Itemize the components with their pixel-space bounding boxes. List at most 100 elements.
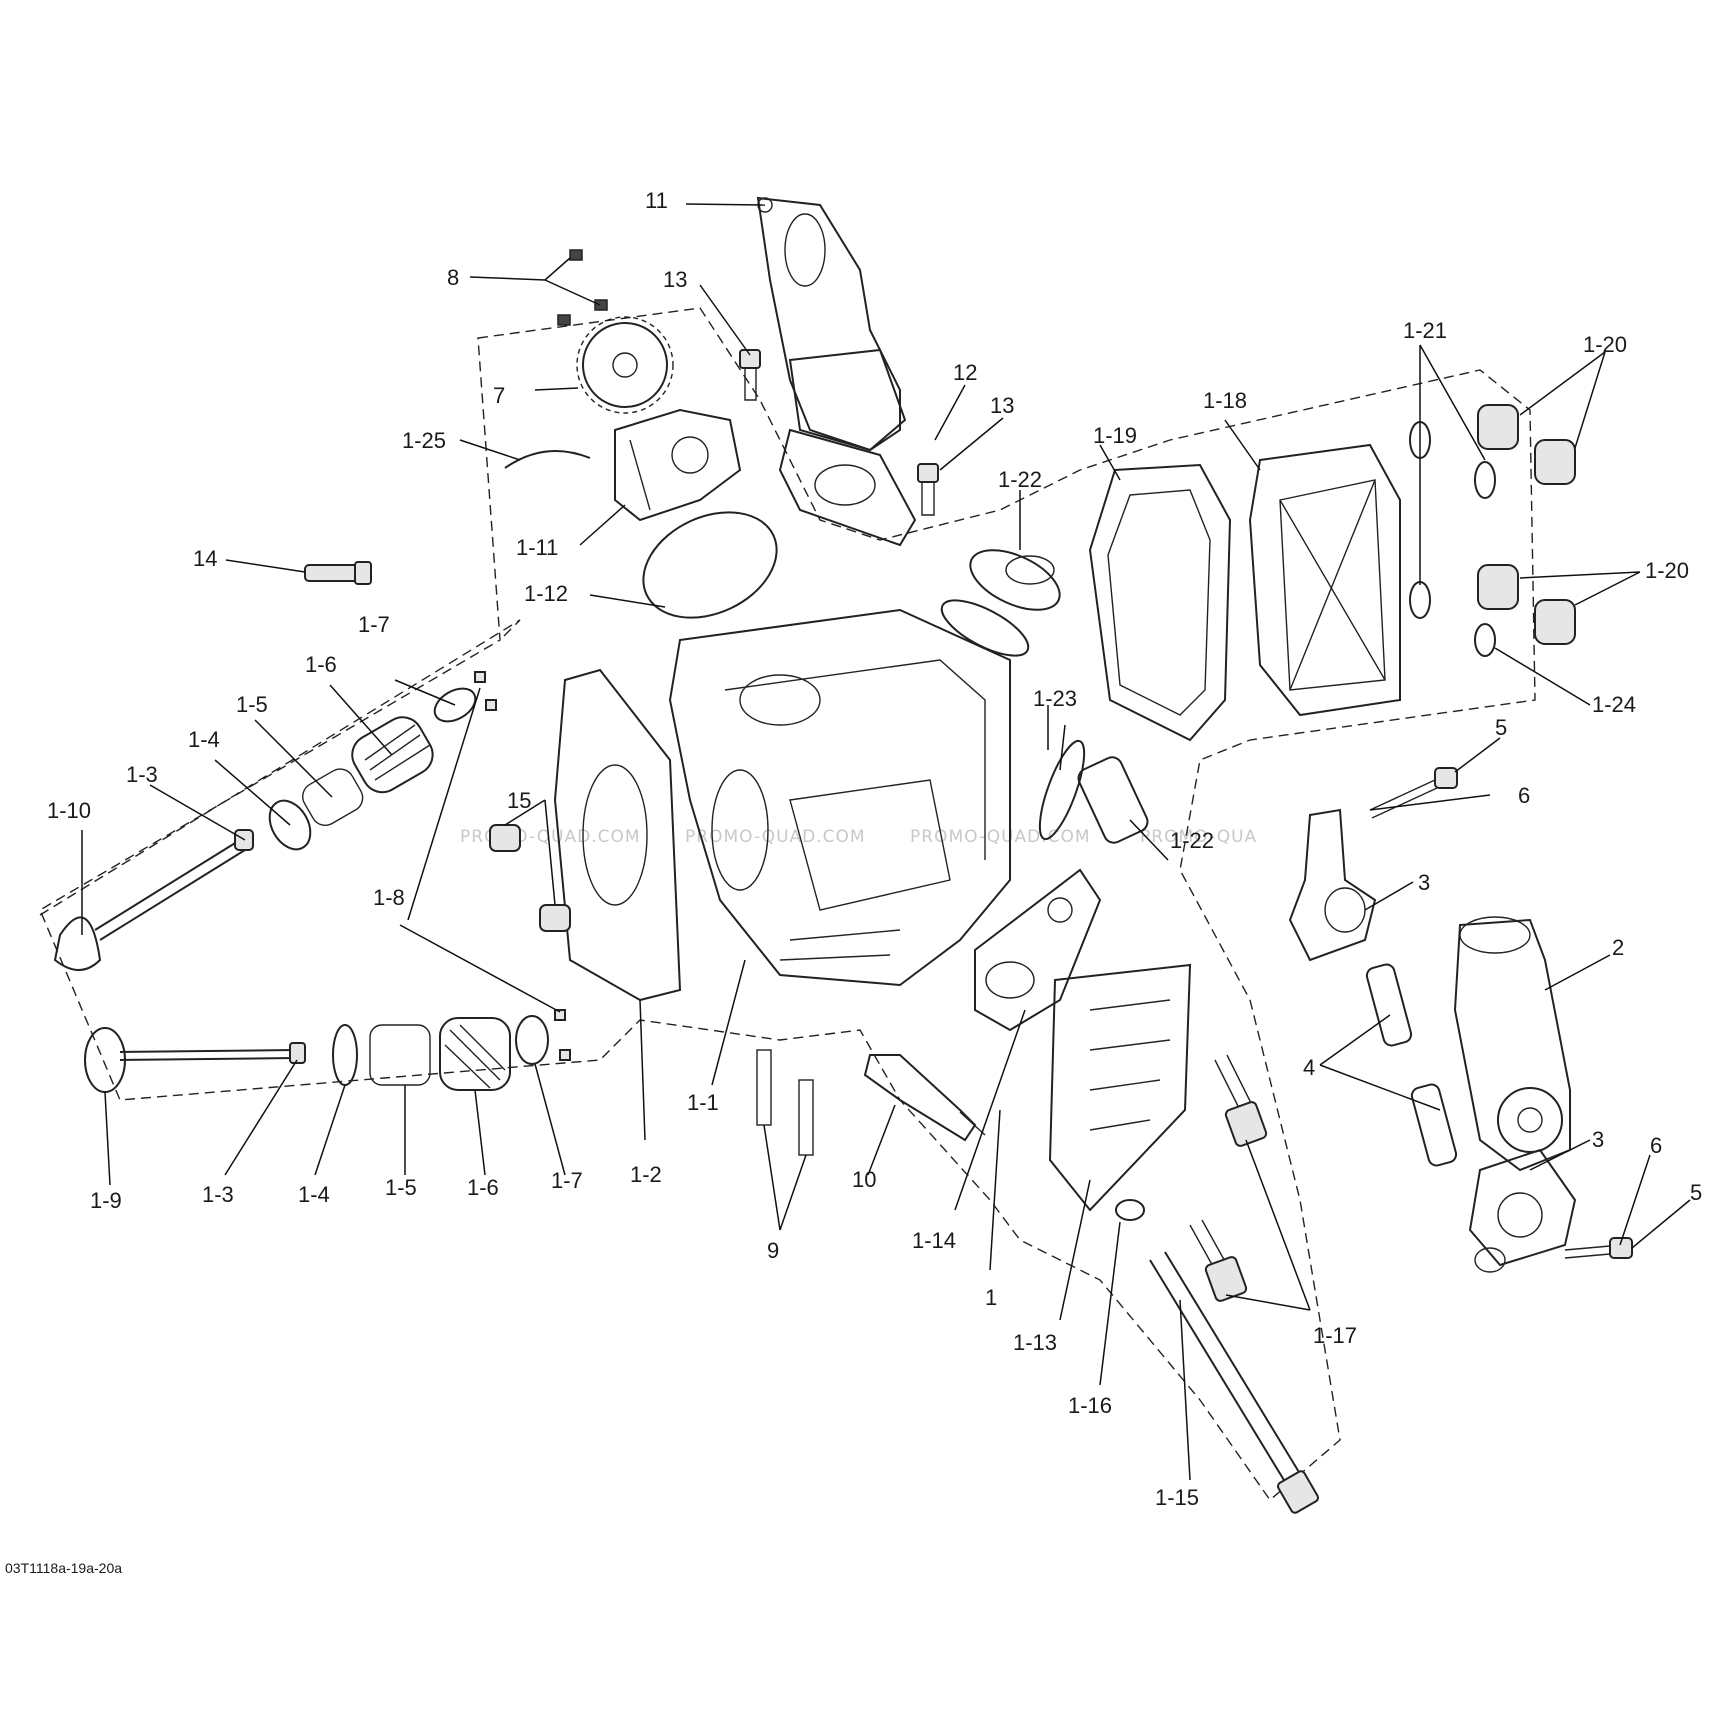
- bolt-14-part: [304, 561, 372, 585]
- cam-sprocket-part: [576, 316, 674, 414]
- callout-1-5-upper: 1-5: [236, 692, 268, 717]
- side-plate-part: [1048, 963, 1192, 1212]
- callout-1-24: 1-24: [1592, 692, 1636, 717]
- intake-manifold-part: [756, 196, 907, 452]
- callout-1-4-lower: 1-4: [298, 1182, 330, 1207]
- dowel-upper-part: [489, 824, 521, 852]
- bolt-13-upper-part: [739, 349, 761, 401]
- callout-1-6-upper: 1-6: [305, 652, 337, 677]
- callout-13-lower: 13: [990, 393, 1014, 418]
- dowel-lower-part: [539, 904, 571, 932]
- callout-15: 15: [507, 788, 531, 813]
- callout-5-upper: 5: [1495, 715, 1507, 740]
- callout-1-21: 1-21: [1403, 318, 1447, 343]
- callout-1-17: 1-17: [1313, 1323, 1357, 1348]
- callout-1-13: 1-13: [1013, 1330, 1057, 1355]
- manifold-gasket-part: [778, 428, 917, 547]
- callout-5-lower: 5: [1690, 1180, 1702, 1205]
- valve-seat-1-4b-part: [332, 1024, 358, 1086]
- washer-1-24-part: [1474, 623, 1496, 657]
- callout-1-2: 1-2: [630, 1162, 662, 1187]
- retainer-1-7b-part: [515, 1015, 549, 1065]
- callout-1: 1: [985, 1285, 997, 1310]
- callout-12: 12: [953, 360, 977, 385]
- callout-1-11: 1-11: [516, 535, 558, 560]
- watermarks: PROMO-QUAD.COM PROMO-QUAD.COM PROMO-QUAD…: [460, 827, 1256, 847]
- callout-1-4-upper: 1-4: [188, 727, 220, 752]
- callout-1-8: 1-8: [373, 885, 405, 910]
- head-gasket-part: [553, 668, 682, 1002]
- bolt-13-lower-part: [917, 463, 939, 516]
- valve-assembly-outline: [39, 619, 521, 916]
- callout-1-6-lower: 1-6: [467, 1175, 499, 1200]
- callout-1-19: 1-19: [1093, 423, 1137, 448]
- wire-clip-part: [504, 449, 591, 469]
- cylinder-head-block-part: [668, 608, 1011, 987]
- callout-1-16: 1-16: [1068, 1393, 1112, 1418]
- head-cover-part: [1248, 443, 1401, 717]
- exhaust-gasket-part: [974, 868, 1102, 1032]
- cotters-1-8a-part: [474, 671, 497, 711]
- watermark-3: PROMO-QUAD.COM: [910, 827, 1091, 847]
- adjuster-upper-part: [1369, 767, 1458, 819]
- callout-1-7-lower: 1-7: [551, 1168, 583, 1193]
- callout-1-25: 1-25: [402, 428, 446, 453]
- valve-cap-lower-part: [1077, 756, 1149, 844]
- callout-1-12: 1-12: [524, 581, 568, 606]
- tensioner-cover-part: [614, 408, 742, 522]
- callout-1-9: 1-9: [90, 1188, 122, 1213]
- callout-6-upper: 6: [1518, 783, 1530, 808]
- upper-valve-part: [53, 829, 254, 971]
- camshaft-part: [1453, 916, 1571, 1172]
- diagram-code: 03T1118a-19a-20a: [5, 1560, 122, 1576]
- callout-1-18: 1-18: [1203, 388, 1247, 413]
- spark-plug-part: [863, 1054, 986, 1142]
- retainer-1-7a-part: [433, 687, 477, 723]
- callout-1-7-upper: 1-7: [358, 612, 390, 637]
- callout-3-lower: 3: [1592, 1127, 1604, 1152]
- cap-nuts-1-20-part: [1477, 404, 1576, 645]
- callout-2: 2: [1612, 935, 1624, 960]
- valve-seat-1-4a-part: [268, 799, 312, 851]
- callout-1-23: 1-23: [1033, 686, 1077, 711]
- leader-lines: [81, 203, 1691, 1481]
- cotters-1-8b-part: [554, 1009, 571, 1061]
- callout-labels: 11 8 13 12 13 7 1-25 1-11 1-12 14 1-22 1…: [47, 188, 1702, 1510]
- parts: [53, 196, 1633, 1514]
- callout-1-5-lower: 1-5: [385, 1175, 417, 1200]
- outer-spring-1-6a-part: [351, 716, 434, 794]
- callout-1-22-lower: 1-22: [1170, 828, 1214, 853]
- callout-9: 9: [767, 1238, 779, 1263]
- callout-1-3-upper: 1-3: [126, 762, 158, 787]
- sprocket-bolts-part: [557, 249, 608, 326]
- cap-o-ring-lower-part: [1038, 739, 1086, 841]
- outer-spring-1-6b-part: [439, 1017, 511, 1091]
- inner-spring-1-5a-part: [302, 768, 364, 826]
- rocker-shafts-part: [1365, 963, 1458, 1167]
- callout-1-14: 1-14: [912, 1228, 956, 1253]
- callout-10: 10: [852, 1167, 876, 1192]
- watermark-2: PROMO-QUAD.COM: [685, 827, 866, 847]
- callout-11: 11: [645, 188, 668, 213]
- callout-1-3-lower: 1-3: [202, 1182, 234, 1207]
- callout-14: 14: [193, 546, 217, 571]
- callout-1-20-lower: 1-20: [1645, 558, 1689, 583]
- callout-4: 4: [1303, 1055, 1315, 1080]
- washer-1-16-part: [1115, 1199, 1145, 1221]
- valve-cap-upper-part: [969, 549, 1061, 611]
- callout-1-22-upper: 1-22: [998, 467, 1042, 492]
- bolts-1-17-part: [1189, 1054, 1268, 1302]
- lower-valve-part: [84, 1027, 306, 1093]
- cover-gasket-part: [1088, 463, 1232, 742]
- long-bolt-part: [1149, 1251, 1320, 1514]
- callout-1-20-upper: 1-20: [1583, 332, 1627, 357]
- callout-8: 8: [447, 265, 459, 290]
- callout-1-1: 1-1: [687, 1090, 719, 1115]
- cap-o-ring-upper-part: [940, 599, 1030, 657]
- o-ring-part: [642, 511, 778, 619]
- rocker-arm-upper-part: [1288, 808, 1377, 962]
- inner-spring-1-5b-part: [369, 1024, 431, 1086]
- callout-13-upper: 13: [663, 267, 687, 292]
- callout-3-upper: 3: [1418, 870, 1430, 895]
